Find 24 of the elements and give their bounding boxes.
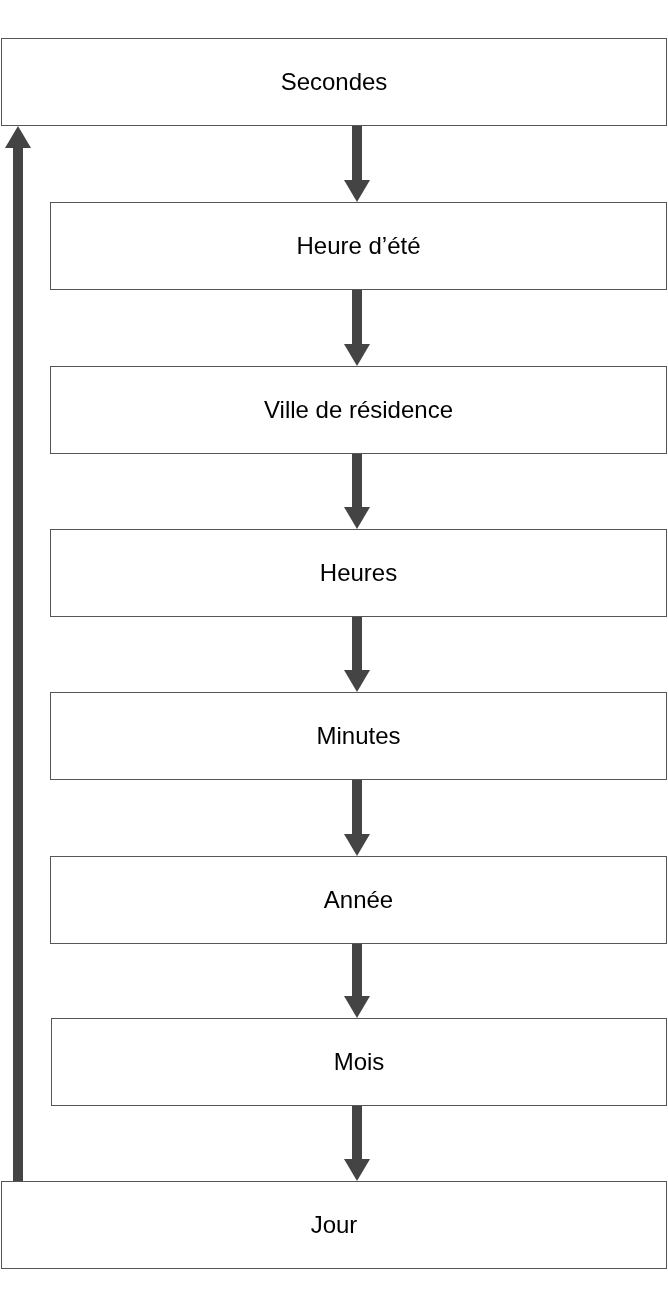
- box-label: Mois: [333, 1048, 385, 1076]
- arrow: [344, 780, 370, 856]
- process-box: [50, 366, 667, 454]
- process-box: [51, 1018, 667, 1106]
- process-box: [50, 692, 667, 780]
- box-label: Heure d’été: [296, 232, 421, 260]
- box-label: Jour: [310, 1211, 358, 1239]
- process-box: [50, 856, 667, 944]
- arrow: [344, 126, 370, 202]
- box-label: Ville de résidence: [264, 396, 453, 424]
- process-box: [1, 1181, 667, 1269]
- arrow: [344, 617, 370, 692]
- arrow: [344, 454, 370, 529]
- arrow: [5, 126, 31, 1181]
- box-label: Minutes: [316, 722, 401, 750]
- box-label: Année: [323, 886, 394, 914]
- process-box: [50, 202, 667, 290]
- process-box: [50, 529, 667, 617]
- arrow: [344, 1106, 370, 1181]
- box-label: Heures: [319, 559, 398, 587]
- arrow: [344, 944, 370, 1018]
- process-box: [1, 38, 667, 126]
- arrow: [344, 290, 370, 366]
- box-label: Secondes: [280, 68, 388, 96]
